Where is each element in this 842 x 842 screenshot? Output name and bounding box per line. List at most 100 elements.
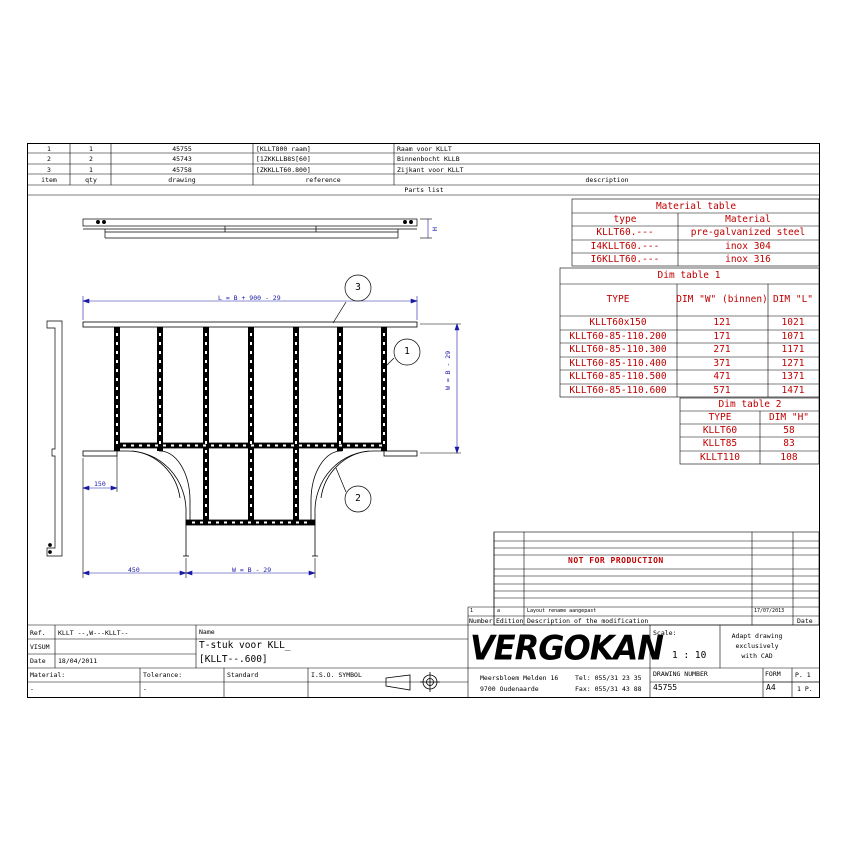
revision-header-edition: Edition bbox=[496, 617, 524, 625]
cad-note-3: with CAD bbox=[741, 652, 773, 660]
crossbar-slot bbox=[123, 444, 126, 447]
crossbar-slot bbox=[139, 444, 142, 447]
rung-slot bbox=[295, 468, 297, 471]
part-3-item: 3 bbox=[47, 166, 51, 174]
rung-slot bbox=[250, 423, 252, 426]
rung-slot bbox=[295, 414, 297, 417]
material-row-3-type: I6KLLT60.--- bbox=[590, 254, 660, 265]
rung-slot bbox=[205, 486, 207, 489]
company-logo: VERGOKAN bbox=[470, 628, 664, 668]
rung-slot bbox=[116, 333, 118, 336]
rung-slot bbox=[205, 333, 207, 336]
rung-slot bbox=[116, 378, 118, 381]
part-1-description: Raam voor KLLT bbox=[397, 145, 452, 153]
rung-slot bbox=[250, 477, 252, 480]
rung-slot bbox=[205, 432, 207, 435]
rung-slot bbox=[116, 369, 118, 372]
tolerance-label: Tolerance: bbox=[143, 671, 183, 679]
part-1-item: 1 bbox=[47, 145, 51, 153]
top-side-view bbox=[82, 218, 418, 239]
crossbar-slot bbox=[155, 444, 158, 447]
dim1-title: Dim table 1 bbox=[657, 270, 721, 281]
rung-slot bbox=[295, 360, 297, 363]
ref-label: Ref. bbox=[30, 629, 46, 637]
rung-slot bbox=[205, 513, 207, 516]
rung-slot bbox=[159, 333, 161, 336]
address-line-1: Meersbloem Melden 16 bbox=[480, 674, 559, 682]
rung-slot bbox=[205, 459, 207, 462]
form-label: FORM bbox=[765, 670, 781, 678]
rung-slot bbox=[295, 432, 297, 435]
material-label: Material: bbox=[30, 671, 66, 679]
dim-label-150: 150 bbox=[94, 480, 106, 488]
dim1-header-w: DIM "W" (binnen) bbox=[676, 294, 768, 305]
dim1-header-type: TYPE bbox=[606, 294, 630, 305]
part-1-drawing: 45755 bbox=[172, 145, 192, 153]
crossbar-slot bbox=[192, 521, 195, 524]
crossbar-slot bbox=[355, 444, 358, 447]
rung-slot bbox=[339, 333, 341, 336]
rung-slot bbox=[383, 405, 385, 408]
rung-slot bbox=[250, 396, 252, 399]
rung-slot bbox=[205, 468, 207, 471]
crossbar-slot bbox=[240, 521, 243, 524]
rung-slot bbox=[339, 441, 341, 444]
crossbar-slot bbox=[147, 444, 150, 447]
rung-slot bbox=[295, 369, 297, 372]
cad-note-2: exclusively bbox=[735, 642, 779, 650]
dim2-row-2-type: KLLT85 bbox=[702, 438, 738, 449]
dim1-row-1-col-1: KLLT60x150 bbox=[589, 317, 647, 328]
rung-slot bbox=[159, 351, 161, 354]
dim2-header-type: TYPE bbox=[708, 412, 732, 423]
rung-slot bbox=[295, 423, 297, 426]
name-line-1: T-stuk voor KLL_ bbox=[199, 640, 291, 651]
crossbar-slot bbox=[248, 521, 251, 524]
fax: Fax: 055/31 43 88 bbox=[575, 685, 642, 693]
rung-slot bbox=[383, 342, 385, 345]
rung-slot bbox=[295, 450, 297, 453]
rung-slot bbox=[205, 387, 207, 390]
crossbar-slot bbox=[259, 444, 262, 447]
rung-slot bbox=[159, 432, 161, 435]
crossbar-slot bbox=[187, 444, 190, 447]
not-for-production-banner: NOT FOR PRODUCTION bbox=[568, 556, 664, 565]
rung-slot bbox=[339, 369, 341, 372]
part-2-drawing: 45743 bbox=[172, 155, 192, 163]
dim2-row-2-h: 83 bbox=[783, 438, 795, 449]
material-row-3-material: inox 316 bbox=[725, 254, 771, 265]
header-drawing: drawing bbox=[168, 176, 196, 184]
dim2-row-3-h: 108 bbox=[780, 452, 798, 463]
tolerance-value: - bbox=[143, 685, 147, 693]
telephone: Tel: 055/31 23 35 bbox=[575, 674, 642, 682]
rung-slot bbox=[205, 423, 207, 426]
rung-slot bbox=[205, 351, 207, 354]
rung-slot bbox=[295, 495, 297, 498]
dim1-row-5-col-3: 1371 bbox=[781, 371, 805, 382]
crossbar-slot bbox=[211, 444, 214, 447]
dim-label-width-bottom: W = B - 29 bbox=[232, 566, 272, 574]
dim1-row-5-col-1: KLLT60-85-110.500 bbox=[569, 371, 667, 382]
dimension-lines bbox=[82, 218, 461, 578]
dim2-title: Dim table 2 bbox=[718, 399, 782, 410]
rung-slot bbox=[205, 450, 207, 453]
rung-slot bbox=[339, 405, 341, 408]
part-3-reference: [ZKKLLT60.800] bbox=[256, 166, 311, 174]
crossbar-slot bbox=[371, 444, 374, 447]
crossbar-slot bbox=[291, 444, 294, 447]
rung-slot bbox=[159, 414, 161, 417]
rung-slot bbox=[159, 360, 161, 363]
revision-header-number: Number bbox=[469, 617, 493, 625]
revision-header-date: Date bbox=[797, 617, 813, 625]
date-value: 18/04/2011 bbox=[58, 657, 98, 665]
header-item: item bbox=[41, 176, 57, 184]
dim-label-450: 450 bbox=[128, 566, 140, 574]
part-2-qty: 2 bbox=[89, 155, 93, 163]
dim1-row-3-col-2: 271 bbox=[713, 344, 731, 355]
part-1-reference: [KLLT800 raam] bbox=[256, 145, 311, 153]
material-table-title: Material table bbox=[655, 201, 737, 212]
rung-slot bbox=[295, 405, 297, 408]
rung-slot bbox=[159, 387, 161, 390]
crossbar-slot bbox=[227, 444, 230, 447]
rung-slot bbox=[250, 513, 252, 516]
